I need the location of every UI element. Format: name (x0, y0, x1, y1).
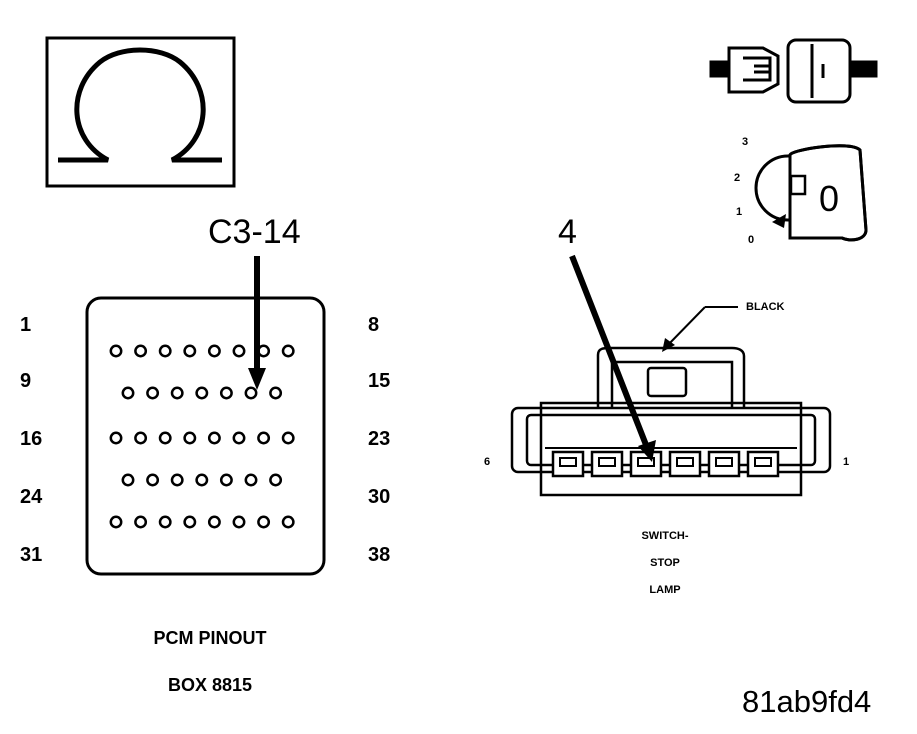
switch-caption-line2: STOP (650, 557, 680, 569)
pcm-pin (281, 344, 295, 358)
pcm-pin (195, 386, 209, 400)
pcm-pin (170, 473, 184, 487)
switch-terminal-slot (715, 457, 733, 467)
pcm-pin (109, 431, 123, 445)
ignition-key-position-digit: 0 (819, 178, 840, 219)
pcm-pin (134, 344, 148, 358)
pcm-pin (121, 473, 135, 487)
pcm-pin (109, 344, 123, 358)
switch-terminal-slot (598, 457, 616, 467)
row-label-left: 31 (20, 544, 43, 566)
pcm-pin-arrow (248, 256, 266, 390)
row-label-left: 24 (20, 486, 43, 508)
pcm-pin (158, 344, 172, 358)
switch-terminal (707, 450, 741, 478)
pcm-pin (158, 515, 172, 529)
pcm-pin (207, 431, 221, 445)
pcm-pin (244, 473, 258, 487)
ohmmeter-icon (45, 36, 236, 188)
switch-terminal (668, 450, 702, 478)
pcm-pin (232, 344, 246, 358)
ignition-position-1: 1 (736, 206, 743, 218)
pcm-pin (121, 386, 135, 400)
black-leader-line (662, 306, 738, 352)
row-label-right: 23 (368, 428, 391, 450)
pcm-pin (109, 515, 123, 529)
connector-disconnect-icon (709, 38, 878, 104)
pcm-pin (219, 386, 233, 400)
pcm-pin (134, 515, 148, 529)
ignition-position-3: 3 (742, 136, 749, 148)
switch-terminal (551, 450, 585, 478)
pcm-pin (183, 431, 197, 445)
row-label-right: 8 (368, 314, 380, 336)
pcm-pin (244, 386, 258, 400)
row-label-left: 1 (20, 314, 32, 336)
switch-terminal-slot (637, 457, 655, 467)
switch-caption-line1: SWITCH- (641, 530, 689, 542)
switch-right-pin-number: 1 (843, 456, 850, 468)
ignition-position-2: 2 (734, 172, 741, 184)
pcm-pin (183, 344, 197, 358)
switch-terminal-slot (754, 457, 772, 467)
pcm-pin (232, 431, 246, 445)
ignition-key-icon (754, 144, 868, 242)
switch-pin-arrow (569, 254, 656, 462)
pcm-connector-body (85, 296, 326, 576)
switch-terminal (590, 450, 624, 478)
pcm-pin-grid (109, 344, 295, 529)
pcm-pin (158, 431, 172, 445)
pcm-pin (170, 386, 184, 400)
pcm-pin (207, 344, 221, 358)
switch-caption-line3: LAMP (649, 584, 681, 596)
switch-color-label: BLACK (746, 301, 785, 313)
pcm-pin (146, 386, 160, 400)
pcm-caption-line2: BOX 8815 (167, 675, 253, 695)
row-label-right: 38 (368, 544, 391, 566)
row-label-left: 16 (20, 428, 43, 450)
switch-left-pin-number: 6 (484, 456, 491, 468)
switch-terminal (629, 450, 663, 478)
pcm-pin (207, 515, 221, 529)
pcm-pin (183, 515, 197, 529)
ignition-position-0: 0 (748, 234, 755, 246)
switch-terminal-row (551, 450, 780, 478)
pcm-pin-label: C3-14 (208, 213, 301, 251)
figure-id: 81ab9fd4 (742, 684, 872, 719)
switch-terminal-slot (676, 457, 694, 467)
pcm-pin (195, 473, 209, 487)
pcm-pin (232, 515, 246, 529)
pcm-pin (146, 473, 160, 487)
pcm-pin (269, 386, 283, 400)
pcm-pin (281, 431, 295, 445)
pcm-pin (269, 473, 283, 487)
pcm-pin (219, 473, 233, 487)
pcm-pin (257, 431, 271, 445)
switch-pin-label: 4 (558, 213, 577, 251)
row-label-right: 15 (368, 370, 391, 392)
pcm-caption-line1: PCM PINOUT (153, 628, 267, 648)
pcm-pin (281, 515, 295, 529)
switch-terminal-slot (559, 457, 577, 467)
row-label-right: 30 (368, 486, 391, 508)
pcm-pin (134, 431, 148, 445)
switch-terminal (746, 450, 780, 478)
row-label-left: 9 (20, 370, 32, 392)
pcm-pin (257, 515, 271, 529)
